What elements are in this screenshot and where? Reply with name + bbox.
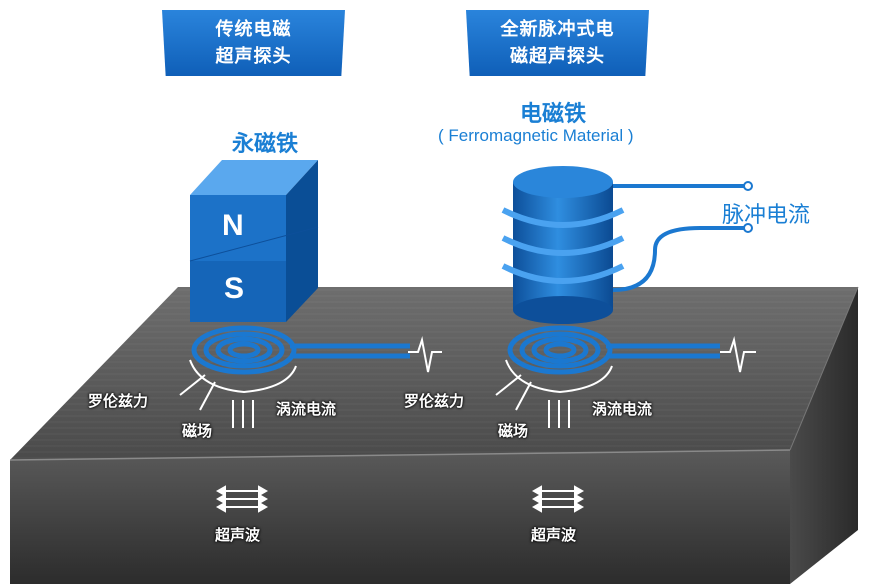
left-label-ultrasonic-wave: 超声波 [215,526,261,544]
magnet-south-face [190,261,286,322]
electromagnet-bottom [513,296,613,324]
left-force-arc [189,359,297,394]
right-label-ultrasonic-wave: 超声波 [531,526,577,544]
electromagnet-winding [501,235,625,256]
banner-line: 全新脉冲式电 [500,19,615,40]
right-label-lorentz-force: 罗伦兹力 [404,392,465,410]
left-signal-waveform [408,336,442,373]
right-force-arrow [515,381,532,411]
banner-line: 超声探头 [215,46,292,67]
left-force-arrow [199,381,216,411]
pulse-terminal [743,181,753,191]
block-edge [789,286,859,451]
magnet-top-face [190,160,318,195]
electromagnet-winding [501,207,625,228]
label-pulse-current: 脉冲电流 [722,203,811,228]
left-label-lorentz-force: 罗伦兹力 [88,392,149,410]
block-edge [9,449,791,461]
right-signal-waveform [720,336,756,373]
right-coil [519,331,601,369]
label-permanent-magnet: 永磁铁 [232,132,299,157]
block-top-grain [10,287,858,460]
left-coil [191,325,297,375]
banner-pulsed-emat: 全新脉冲式电 磁超声探头 [466,10,649,76]
right-label-magnetic-field: 磁场 [498,422,529,440]
right-coil [531,336,589,364]
magnet-side-face [286,160,318,322]
right-coil [507,325,613,375]
banner-line: 磁超声探头 [510,46,605,67]
left-coil [227,341,261,359]
right-wave-arrows [531,485,585,513]
magnet-north-face [190,195,286,261]
banner-line: 传统电磁 [215,19,292,40]
pole-south-label: S [224,272,245,305]
left-label-magnetic-field: 磁场 [182,422,213,440]
block-front-face [10,450,790,584]
block-side-face [790,287,858,584]
electromagnet-top [513,166,613,198]
label-electromagnet: 电磁铁 [520,102,587,127]
left-label-eddy-current: 涡流电流 [276,400,337,418]
right-force-arc [505,359,613,394]
left-coil [203,331,285,369]
left-wave-arrows [215,485,269,513]
right-coil [543,341,577,359]
pulse-terminal [743,223,753,233]
electromagnet-winding [501,263,625,284]
pole-north-label: N [222,209,244,242]
banner-traditional-emat: 传统电磁 超声探头 [162,10,345,76]
left-coil [215,336,273,364]
left-force-arrow [179,374,206,396]
right-force-arrow [495,374,522,396]
pulse-wire [612,226,745,292]
label-ferromagnetic-material: ( Ferromagnetic Material ) [438,126,634,145]
right-label-eddy-current: 涡流电流 [592,400,653,418]
magnet-divider [189,226,319,262]
